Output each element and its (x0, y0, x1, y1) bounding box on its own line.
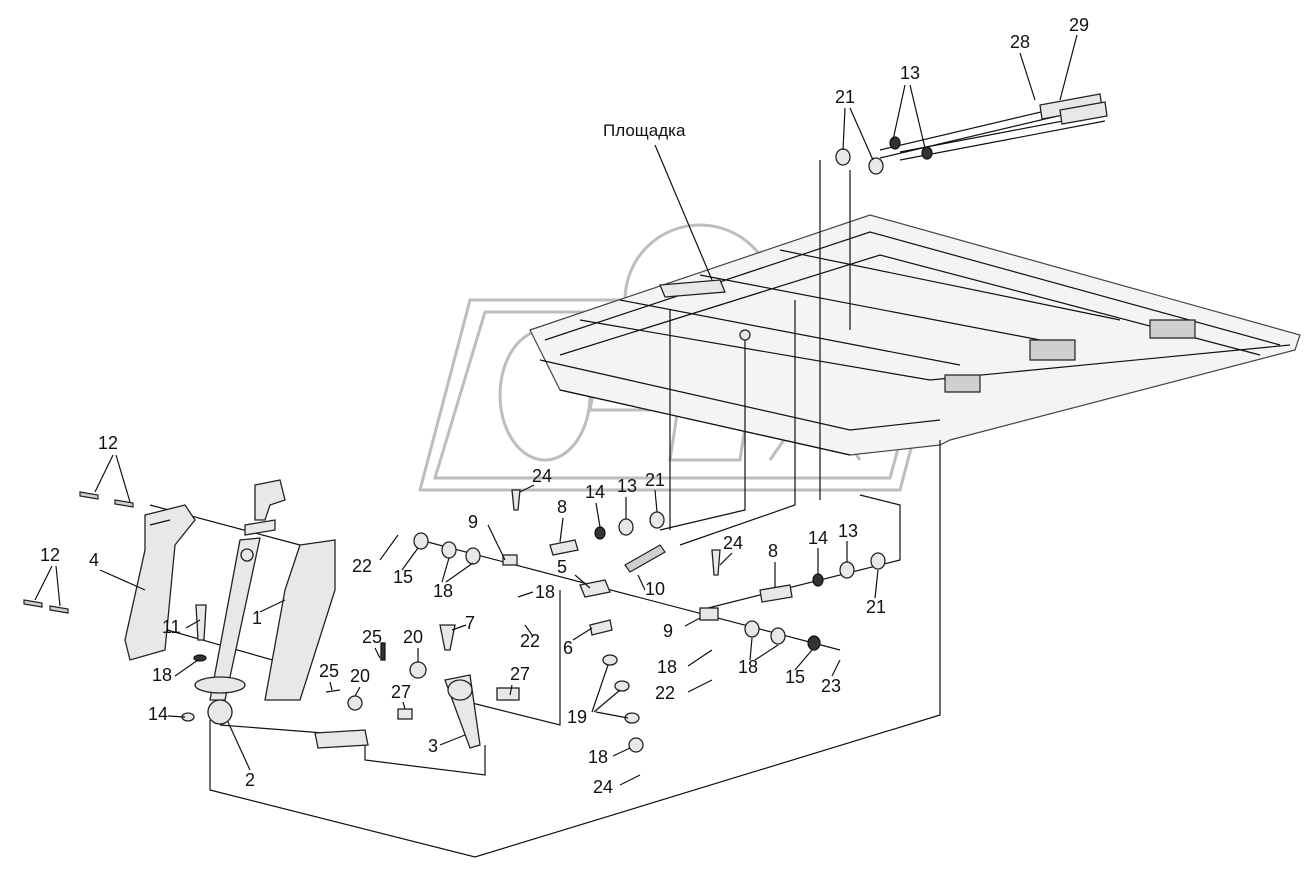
pedal-bracket-4 (124, 504, 196, 661)
cab-floor-frame (529, 214, 1301, 456)
callout-28: 28 (1010, 32, 1030, 52)
callout-19: 19 (567, 707, 587, 727)
callout-10: 10 (645, 579, 665, 599)
callout-22: 22 (352, 556, 372, 576)
callout-18: 18 (433, 581, 453, 601)
callout-16: 18 (588, 747, 608, 767)
callout-8: 8 (557, 497, 567, 517)
callout-18d: 18 (738, 657, 758, 677)
callout-24: 25 (362, 627, 382, 647)
callout-8b: 8 (768, 541, 778, 561)
callout-17: 18 (152, 665, 172, 685)
callout-20b: 20 (350, 666, 370, 686)
callout-15b: 15 (785, 667, 805, 687)
callout-23: 24 (593, 777, 613, 797)
callout-15: 15 (393, 567, 413, 587)
label-platform: Площадка (603, 121, 686, 140)
callout-13c: 13 (838, 521, 858, 541)
callout-27b: 27 (510, 664, 530, 684)
callout-21: 21 (835, 87, 855, 107)
cover-1 (264, 539, 336, 701)
callout-18c: 18 (657, 657, 677, 677)
callout-12: 12 (98, 433, 118, 453)
callout-14b: 14 (585, 482, 605, 502)
callout-1: 1 (252, 608, 262, 628)
callout-leaders (34, 34, 1078, 786)
gear-lever (194, 479, 286, 725)
callout-22d: 23 (821, 676, 841, 696)
callout-21b: 21 (645, 470, 665, 490)
callout-22b: 22 (520, 631, 540, 651)
callout-9: 9 (468, 512, 478, 532)
cable-28-29 (879, 93, 1108, 161)
callout-25: 24 (532, 466, 552, 486)
callout-9b: 9 (663, 621, 673, 641)
callout-25b: 24 (723, 533, 743, 553)
callout-3: 5 (557, 557, 567, 577)
callout-numbers: 29 28 13 21 12 12 4 1 11 18 14 2 22 15 1… (40, 15, 1089, 797)
callout-18b: 18 (535, 582, 555, 602)
callout-5: 3 (428, 736, 438, 756)
callout-20: 20 (403, 627, 423, 647)
callout-14: 14 (148, 704, 168, 724)
callout-13: 13 (900, 63, 920, 83)
assembly-lines (149, 160, 941, 858)
callout-24b: 25 (319, 661, 339, 681)
washers-21-13-top (835, 136, 933, 175)
callout-4: 4 (89, 550, 99, 570)
callout-13b: 13 (617, 476, 637, 496)
callout-29: 29 (1069, 15, 1089, 35)
callout-7: 7 (465, 613, 475, 633)
callout-22c: 22 (655, 683, 675, 703)
callout-11: 11 (162, 617, 181, 637)
callout-6: 6 (563, 638, 573, 658)
callout-14c: 14 (808, 528, 828, 548)
callout-12b: 12 (40, 545, 60, 565)
callout-21c: 21 (866, 597, 886, 617)
callout-2: 2 (245, 770, 255, 790)
callout-27: 27 (391, 682, 411, 702)
